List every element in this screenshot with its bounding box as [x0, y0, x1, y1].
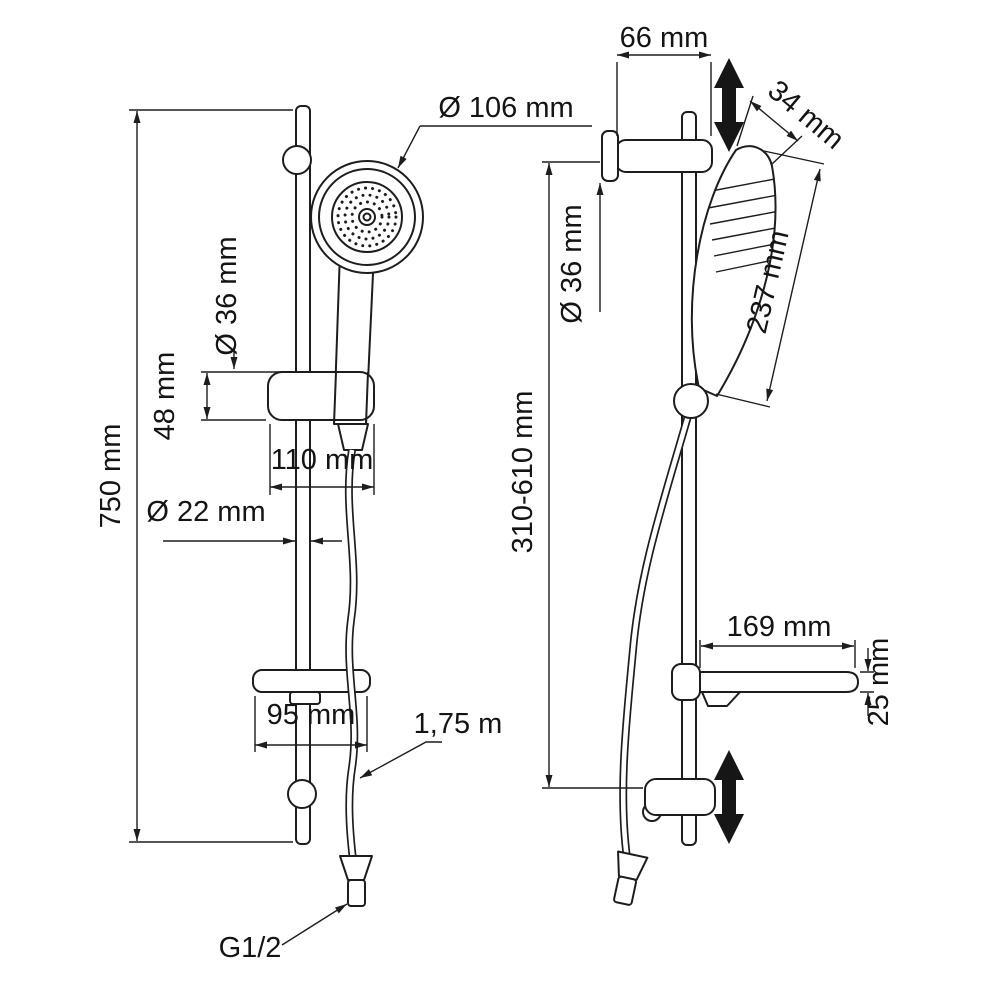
dim-wall-offset-label: 66 mm — [620, 22, 709, 54]
wall-bracket-side — [601, 130, 713, 182]
hand-shower-side — [690, 145, 777, 397]
adjust-arrow-bottom-icon — [714, 750, 744, 844]
ext-holder-height — [201, 371, 292, 421]
dim-dish-width-label: 95 mm — [267, 699, 356, 731]
ext-dish-height — [860, 671, 874, 693]
dim-head-diameter-label: Ø 106 mm — [438, 92, 573, 124]
dim-slider-range-label: 310-610 mm — [507, 391, 539, 554]
wall-bar-front — [295, 105, 311, 845]
dim-thread-label: G1/2 — [219, 932, 282, 964]
dim-holder-diameter-label: Ø 36 mm — [211, 236, 243, 355]
side-view — [601, 111, 859, 906]
dim-dish-height-label: 25 mm — [863, 638, 895, 727]
ext-slider-range — [542, 161, 643, 789]
ext-handset-length — [715, 150, 825, 408]
top-slider-knob — [282, 145, 312, 175]
soap-dish-side — [671, 663, 859, 707]
dimline-head-depth — [749, 100, 799, 142]
dim-bracket-diameter-label: Ø 36 mm — [556, 204, 588, 323]
leader-hose-length — [359, 741, 442, 779]
spray-nozzles — [336, 186, 398, 248]
dimline-handset-length — [766, 168, 821, 402]
dim-dish-depth-label: 169 mm — [727, 611, 832, 643]
adjust-arrow-top-icon — [714, 58, 744, 152]
handset-holder-front — [267, 371, 375, 425]
spray-face-hatch — [705, 177, 776, 273]
ext-holder-length — [269, 424, 375, 495]
bottom-clamp-side — [642, 778, 716, 822]
hand-shower-head — [310, 160, 424, 274]
dim-holder-length-label: 110 mm — [271, 444, 374, 476]
ext-wall-offset — [616, 62, 712, 136]
shower-hose-front — [344, 449, 359, 861]
ext-overall-height — [129, 109, 293, 843]
leader-head-diameter — [397, 125, 421, 169]
bottom-slider-knob — [287, 779, 317, 809]
hose-connector-front — [339, 855, 373, 907]
dim-head-depth-label: 34 mm — [762, 74, 850, 155]
holder-pivot-knob — [673, 383, 709, 419]
dim-hose-length-label: 1,75 m — [414, 708, 503, 740]
hose-connector-side — [613, 850, 649, 906]
dim-holder-height-label: 48 mm — [149, 352, 181, 441]
ext-dish-depth — [699, 640, 856, 668]
front-view — [252, 105, 424, 907]
dim-overall-height-label: 750 mm — [95, 424, 127, 529]
shower-hose-side — [619, 414, 692, 859]
leader-thread — [281, 903, 348, 946]
dim-bar-diameter-label: Ø 22 mm — [146, 496, 265, 528]
dimension-layer: 750 mm Ø 106 mm Ø 36 mm 48 mm 110 mm Ø 2… — [95, 22, 895, 964]
wall-bar-side — [681, 111, 697, 846]
hose-nut-front — [337, 423, 369, 451]
soap-dish-front — [252, 669, 371, 705]
